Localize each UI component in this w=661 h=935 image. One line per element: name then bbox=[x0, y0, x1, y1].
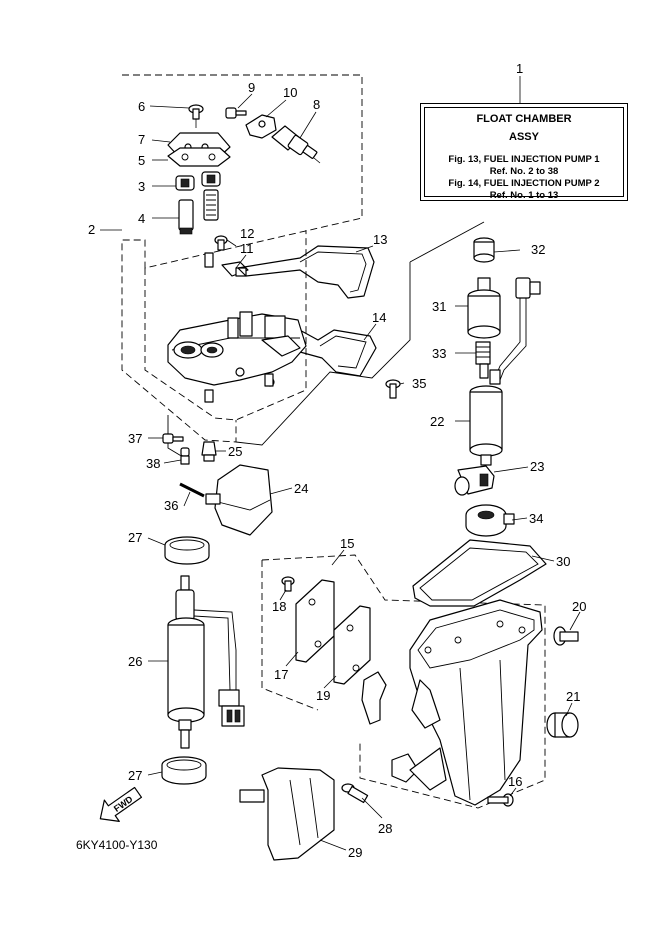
plate-17 bbox=[295, 579, 335, 663]
callout-26: 26 bbox=[128, 654, 142, 669]
wire-harness bbox=[494, 277, 541, 381]
hose-14 bbox=[285, 327, 377, 377]
callout-27-bottom: 27 bbox=[128, 768, 142, 783]
grommet-21 bbox=[546, 712, 579, 738]
ref-line-1: Fig. 13, FUEL INJECTION PUMP 1 bbox=[448, 154, 600, 165]
callout-12: 12 bbox=[240, 226, 254, 241]
callout-1: 1 bbox=[516, 61, 523, 76]
callout-34: 34 bbox=[529, 511, 543, 526]
screw-37 bbox=[162, 433, 184, 444]
bolt-20 bbox=[553, 626, 579, 646]
callout-10: 10 bbox=[283, 85, 297, 100]
callout-5: 5 bbox=[138, 153, 145, 168]
callout-3: 3 bbox=[138, 179, 145, 194]
callout-33: 33 bbox=[432, 346, 446, 361]
screw-35 bbox=[385, 379, 401, 399]
hose-13 bbox=[237, 245, 375, 299]
callout-35: 35 bbox=[412, 376, 426, 391]
callout-31: 31 bbox=[432, 299, 446, 314]
pump-group-line-2 bbox=[409, 221, 485, 263]
callout-13: 13 bbox=[373, 232, 387, 247]
callout-8: 8 bbox=[313, 97, 320, 112]
callout-22: 22 bbox=[430, 414, 444, 429]
screw-16 bbox=[487, 793, 514, 807]
filter-23 bbox=[454, 465, 495, 496]
separator-body-2 bbox=[167, 311, 307, 403]
pin-36 bbox=[179, 482, 205, 498]
ref-line-3: Fig. 14, FUEL INJECTION PUMP 2 bbox=[448, 178, 600, 189]
screw-18 bbox=[281, 576, 295, 592]
callout-36: 36 bbox=[164, 498, 178, 513]
title-line-2: ASSY bbox=[509, 131, 539, 143]
title-box-inner: FLOAT CHAMBER ASSY Fig. 13, FUEL INJECTI… bbox=[424, 107, 624, 201]
callout-29: 29 bbox=[348, 845, 362, 860]
callout-25: 25 bbox=[228, 444, 242, 459]
group-2-boundary-lower bbox=[144, 230, 307, 421]
callout-27-top: 27 bbox=[128, 530, 142, 545]
ring-27-bottom bbox=[161, 756, 207, 785]
callout-17: 17 bbox=[274, 667, 288, 682]
clip-3 bbox=[175, 171, 221, 191]
chamber-bracket bbox=[361, 671, 447, 791]
bracket-10 bbox=[245, 114, 277, 139]
callout-28: 28 bbox=[378, 821, 392, 836]
callout-30: 30 bbox=[556, 554, 570, 569]
title-line-1: FLOAT CHAMBER bbox=[476, 113, 572, 125]
callout-14: 14 bbox=[372, 310, 386, 325]
screw-38 bbox=[180, 447, 190, 465]
callout-20: 20 bbox=[572, 599, 586, 614]
callout-24: 24 bbox=[294, 481, 308, 496]
callout-23: 23 bbox=[530, 459, 544, 474]
callout-11: 11 bbox=[240, 241, 254, 256]
callout-18: 18 bbox=[272, 599, 286, 614]
callout-4: 4 bbox=[138, 211, 145, 226]
group-15-boundary-left bbox=[261, 560, 319, 711]
ring-27-top bbox=[164, 536, 210, 565]
callout-7: 7 bbox=[138, 132, 145, 147]
callout-32: 32 bbox=[531, 242, 545, 257]
plug-25 bbox=[201, 441, 217, 462]
callout-37: 37 bbox=[128, 431, 142, 446]
holder-34 bbox=[465, 504, 515, 537]
bracket-29 bbox=[239, 767, 335, 861]
gasket-5 bbox=[167, 147, 231, 167]
grommet-32 bbox=[473, 237, 495, 263]
callout-2: 2 bbox=[88, 222, 95, 237]
diagram-code: 6KY4100-Y130 bbox=[76, 838, 158, 852]
cover-24 bbox=[205, 464, 273, 536]
callout-38: 38 bbox=[146, 456, 160, 471]
callout-21: 21 bbox=[566, 689, 580, 704]
callout-19: 19 bbox=[316, 688, 330, 703]
screw-6 bbox=[188, 104, 204, 128]
sensor-8 bbox=[271, 125, 321, 164]
callout-15: 15 bbox=[340, 536, 354, 551]
title-box: FLOAT CHAMBER ASSY Fig. 13, FUEL INJECTI… bbox=[420, 103, 628, 201]
gasket-30 bbox=[412, 539, 547, 607]
screw-9 bbox=[225, 107, 247, 119]
callout-9: 9 bbox=[248, 80, 255, 95]
sleeve-31 bbox=[467, 277, 501, 339]
ref-line-4: Ref. No. 1 to 13 bbox=[489, 190, 559, 201]
fwd-arrow-icon bbox=[99, 786, 143, 822]
ref-line-2: Ref. No. 2 to 38 bbox=[489, 166, 559, 177]
connector-11 bbox=[204, 252, 249, 277]
filter-4 bbox=[178, 189, 219, 235]
leader-lines bbox=[100, 76, 581, 851]
group-15-boundary bbox=[261, 554, 546, 809]
pump-26 bbox=[167, 575, 245, 749]
pump-22 bbox=[469, 363, 503, 466]
group-2-boundary bbox=[121, 74, 363, 443]
damper-33 bbox=[475, 341, 491, 365]
screw-12 bbox=[214, 235, 228, 251]
callout-6: 6 bbox=[138, 99, 145, 114]
callout-16: 16 bbox=[508, 774, 522, 789]
plate-19 bbox=[333, 605, 371, 685]
